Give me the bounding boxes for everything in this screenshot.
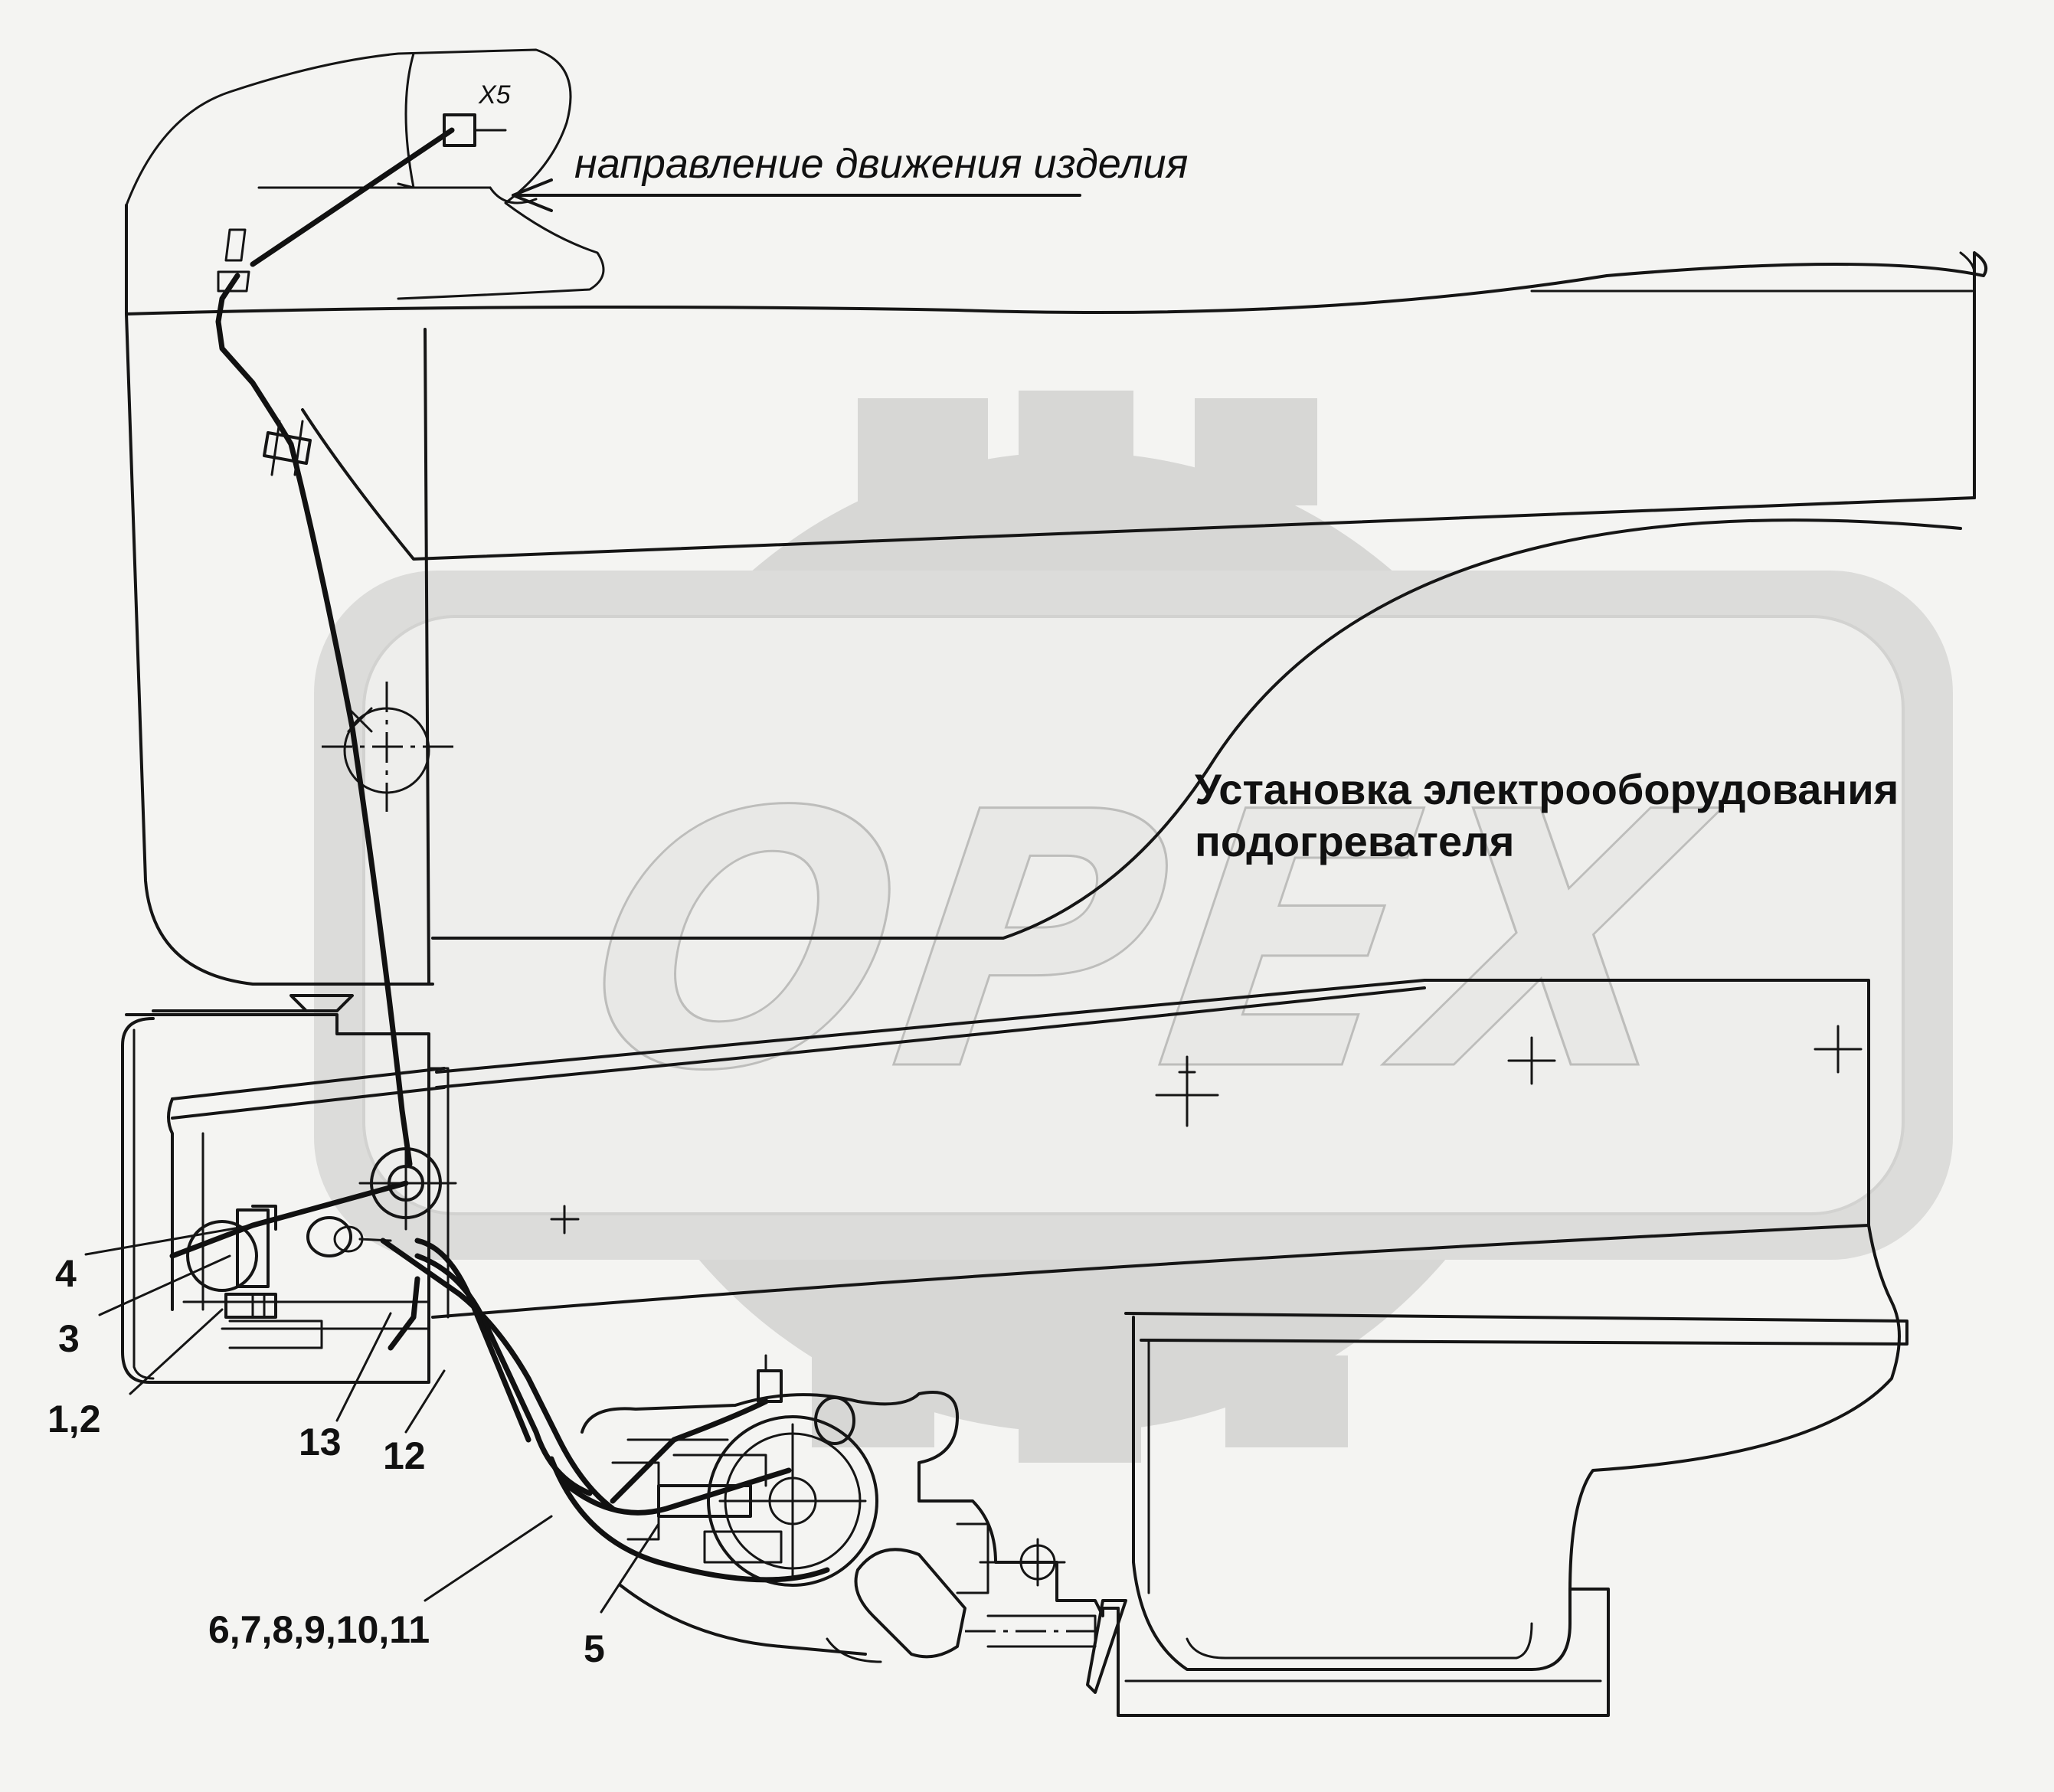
frame-side-member [431, 979, 1901, 1594]
diagram-title-line-1: Установка электрооборудования [1195, 765, 1899, 813]
fuel-tank [1117, 1312, 1908, 1717]
callout-5: 5 [584, 1627, 605, 1670]
cab-body [125, 48, 1987, 986]
callout-4: 4 [55, 1252, 77, 1295]
connector-label-x5: X5 [478, 80, 511, 110]
callout-3: 3 [58, 1317, 80, 1360]
callout-leaders [84, 1224, 660, 1614]
diagram-title-line-2: подогревателя [1195, 817, 1514, 865]
callout-12: 12 [383, 1434, 426, 1477]
battery-box [121, 994, 450, 1384]
watermark-logo: OPEX [314, 391, 1953, 1463]
direction-label: направление движения изделия [574, 141, 1188, 187]
watermark-plate-inner [362, 615, 1905, 1215]
heater-unit [581, 1354, 1127, 1694]
direction-arrow [512, 178, 1081, 212]
callout-1-2: 1,2 [47, 1398, 101, 1440]
callout-13: 13 [299, 1421, 342, 1463]
watermark-text: OPEX [567, 738, 1732, 1148]
callout-6-11: 6,7,8,9,10,11 [208, 1608, 430, 1651]
